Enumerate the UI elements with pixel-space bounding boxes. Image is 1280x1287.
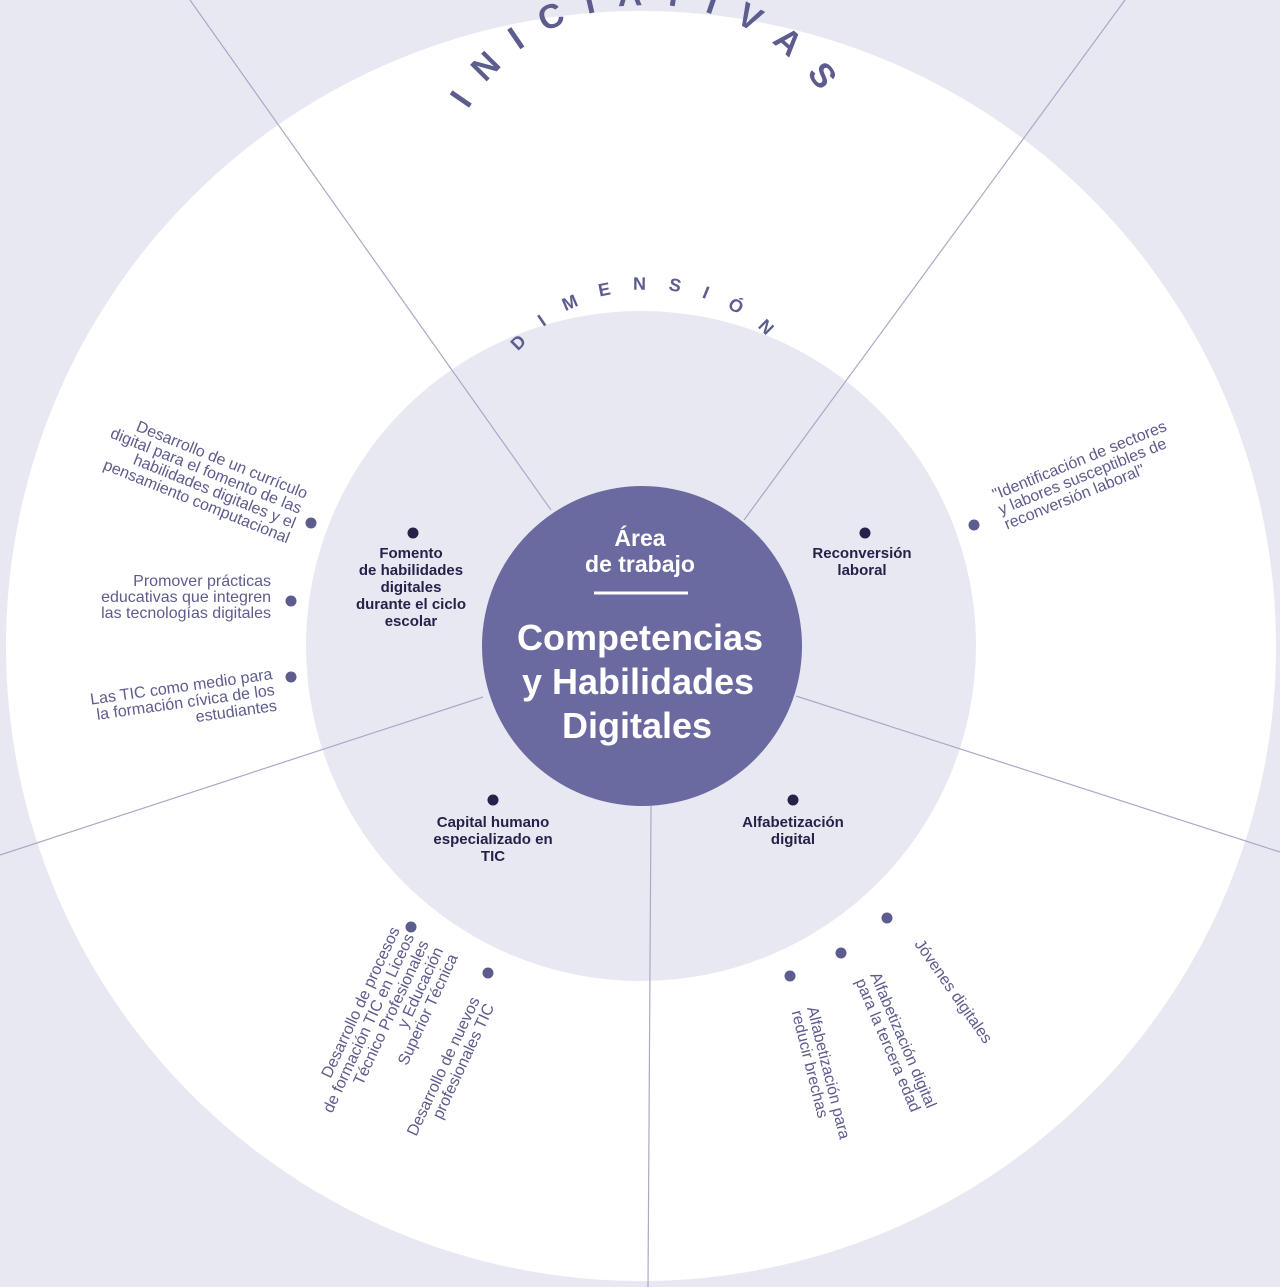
dimension-label-line: digital	[771, 831, 815, 848]
initiative-dot	[405, 921, 417, 933]
center-title-line1: Competencias	[517, 617, 763, 658]
initiative-dot	[835, 947, 847, 959]
center-circle	[482, 486, 802, 806]
initiative-dot	[285, 595, 297, 607]
initiative-dot	[784, 970, 796, 982]
dimension-label-line: digitales	[381, 579, 442, 596]
dimension-dot	[407, 527, 419, 539]
dimension-label-line: especializado en	[433, 831, 552, 848]
divider-line	[189, 0, 552, 511]
center-title-line3: Digitales	[562, 705, 712, 746]
initiative-dot	[305, 517, 317, 529]
center-subtitle-line1: Área	[614, 524, 665, 551]
initiative-dot	[881, 912, 893, 924]
dimension-label-line: Reconversión	[812, 545, 911, 562]
divider-line	[0, 696, 484, 856]
dimension-label-line: Fomento	[379, 545, 442, 562]
initiative-dot	[968, 519, 980, 531]
dimension-label-line: laboral	[837, 562, 886, 579]
initiative-label-line: las tecnologías digitales	[101, 605, 271, 622]
initiative-dot	[482, 967, 494, 979]
dimension-dot	[487, 794, 499, 806]
dimension-label-line: de habilidades	[359, 562, 463, 579]
initiative-label-line: educativas que integren	[101, 589, 271, 606]
center-subtitle-line2: de trabajo	[585, 551, 695, 577]
center-content: Área de trabajo Competencias y Habilidad…	[517, 524, 763, 746]
dimension-label-line: TIC	[481, 848, 505, 865]
divider-line	[795, 695, 1280, 853]
dimension-label-line: Capital humano	[437, 814, 550, 831]
center-title-line2: y Habilidades	[522, 661, 754, 702]
dimension-label-line: Alfabetización	[742, 814, 844, 831]
divider-line	[647, 805, 652, 1287]
initiative-dot	[285, 671, 297, 683]
dimension-label-line: escolar	[385, 613, 438, 630]
dimension-label-line: durante el ciclo	[356, 596, 466, 613]
initiative-label-line: Promover prácticas	[133, 573, 271, 590]
divider-line	[743, 0, 1126, 521]
dimension-dot	[859, 527, 871, 539]
dimension-dot	[787, 794, 799, 806]
